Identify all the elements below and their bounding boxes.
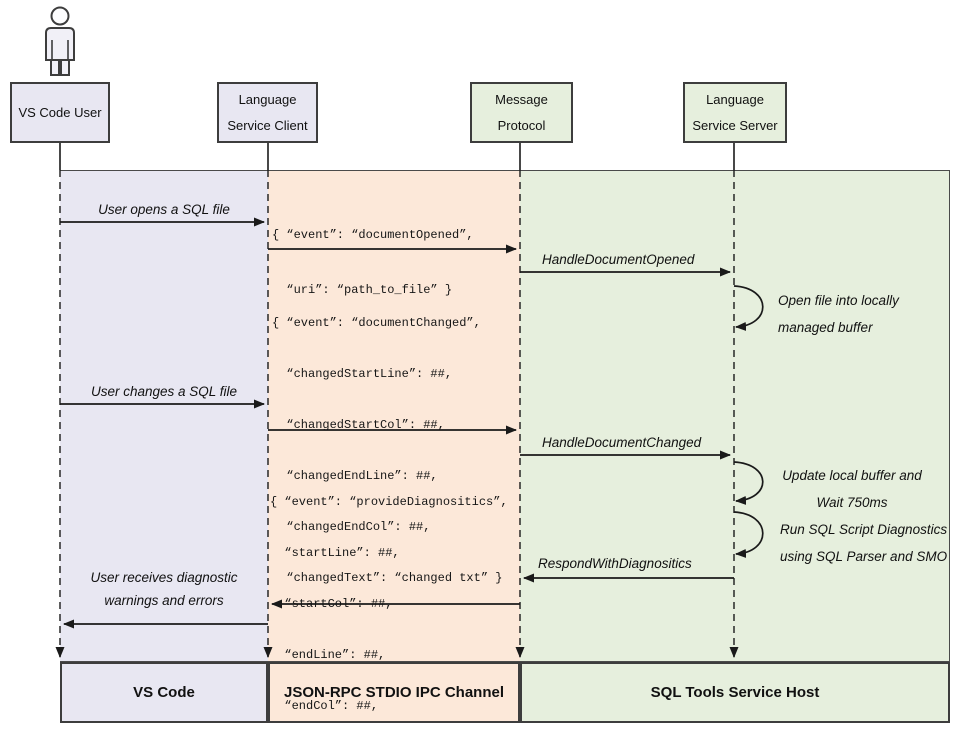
- annotation-line: Wait 750ms: [816, 495, 888, 510]
- footer-box-ipc-channel: JSON-RPC STDIO IPC Channel: [268, 662, 520, 723]
- actor-label: Protocol: [497, 117, 546, 133]
- band-service-host: [520, 170, 950, 662]
- self-loop-update-buffer: [733, 461, 764, 505]
- actor-label: Message: [495, 91, 548, 107]
- json-payload-document-changed: { “event”: “documentChanged”, “changedSt…: [272, 288, 502, 622]
- actor-label: Language: [706, 91, 764, 107]
- message-label-user-opens: User opens a SQL file: [98, 202, 230, 217]
- actor-box-language-service-server: Language Service Server: [683, 82, 787, 143]
- annotation-line: using SQL Parser and SMO: [780, 549, 948, 564]
- footer-label: VS Code: [133, 684, 195, 701]
- footer-box-vscode: VS Code: [60, 662, 268, 723]
- json-line: “changedText”: “changed txt” }: [272, 571, 503, 585]
- person-icon: [45, 6, 75, 76]
- actor-box-message-protocol: Message Protocol: [470, 82, 573, 143]
- actor-box-language-service-client: Language Service Client: [217, 82, 318, 143]
- actor-box-vscode-user: VS Code User: [10, 82, 110, 143]
- band-vscode: [60, 170, 268, 662]
- actor-label: Service Client: [227, 117, 308, 133]
- footer-label: SQL Tools Service Host: [650, 684, 820, 701]
- json-line: “endCol”: ##,: [270, 699, 379, 713]
- lifeline-stubs: [59, 143, 735, 170]
- json-line: “startCol”: ##,: [270, 597, 393, 611]
- json-line: { “event”: “provideDiagnositics”,: [270, 495, 508, 509]
- footer-label: JSON-RPC STDIO IPC Channel: [283, 684, 505, 701]
- annotation-open-buffer: Open file into locally managed buffer: [778, 293, 899, 347]
- self-loop-run-diagnostics: [733, 511, 764, 558]
- json-line: “changedEndLine”: ##,: [272, 469, 438, 483]
- json-line: “endLine”: ##,: [270, 648, 386, 662]
- json-payload-document-opened: { “event”: “documentOpened”, “uri”: “pat…: [272, 200, 474, 338]
- actor-label: Language: [238, 91, 297, 107]
- json-payload-provide-diagnostics: { “event”: “provideDiagnositics”, “start…: [270, 467, 508, 732]
- actor-label: VS Code User: [18, 104, 102, 120]
- message-label-handle-document-changed: HandleDocumentChanged: [542, 435, 702, 450]
- band-ipc-channel: [268, 170, 520, 662]
- message-label-user-changes: User changes a SQL file: [90, 384, 238, 399]
- json-line: “startLine”: ##,: [270, 546, 400, 560]
- message-label-line: User receives diagnostic: [90, 570, 238, 585]
- message-label-line: warnings and errors: [104, 593, 224, 608]
- annotation-run-diagnostics: Run SQL Script Diagnostics using SQL Par…: [780, 522, 947, 576]
- message-label-respond-with-diagnostics: RespondWithDiagnositics: [538, 556, 692, 571]
- json-line: { “event”: “documentChanged”,: [272, 316, 481, 330]
- annotation-update-buffer: Update local buffer and Wait 750ms: [772, 468, 932, 522]
- annotation-line: Update local buffer and: [782, 468, 922, 483]
- annotation-line: Open file into locally: [778, 293, 899, 308]
- message-label-user-receives: User receives diagnostic warnings and er…: [60, 570, 268, 616]
- json-line: “changedEndCol”: ##,: [272, 520, 431, 534]
- annotation-line: managed buffer: [778, 320, 873, 335]
- json-line: “changedStartLine”: ##,: [272, 367, 453, 381]
- json-line: “changedStartCol”: ##,: [272, 418, 445, 432]
- json-line: { “event”: “documentOpened”,: [272, 228, 474, 242]
- footer-box-service-host: SQL Tools Service Host: [520, 662, 950, 723]
- annotation-line: Run SQL Script Diagnostics: [780, 522, 948, 537]
- actor-label: Service Server: [692, 117, 778, 133]
- self-loop-open-buffer: [733, 285, 764, 331]
- message-label-handle-document-opened: HandleDocumentOpened: [542, 252, 695, 267]
- json-line: “uri”: “path_to_file” }: [272, 283, 453, 297]
